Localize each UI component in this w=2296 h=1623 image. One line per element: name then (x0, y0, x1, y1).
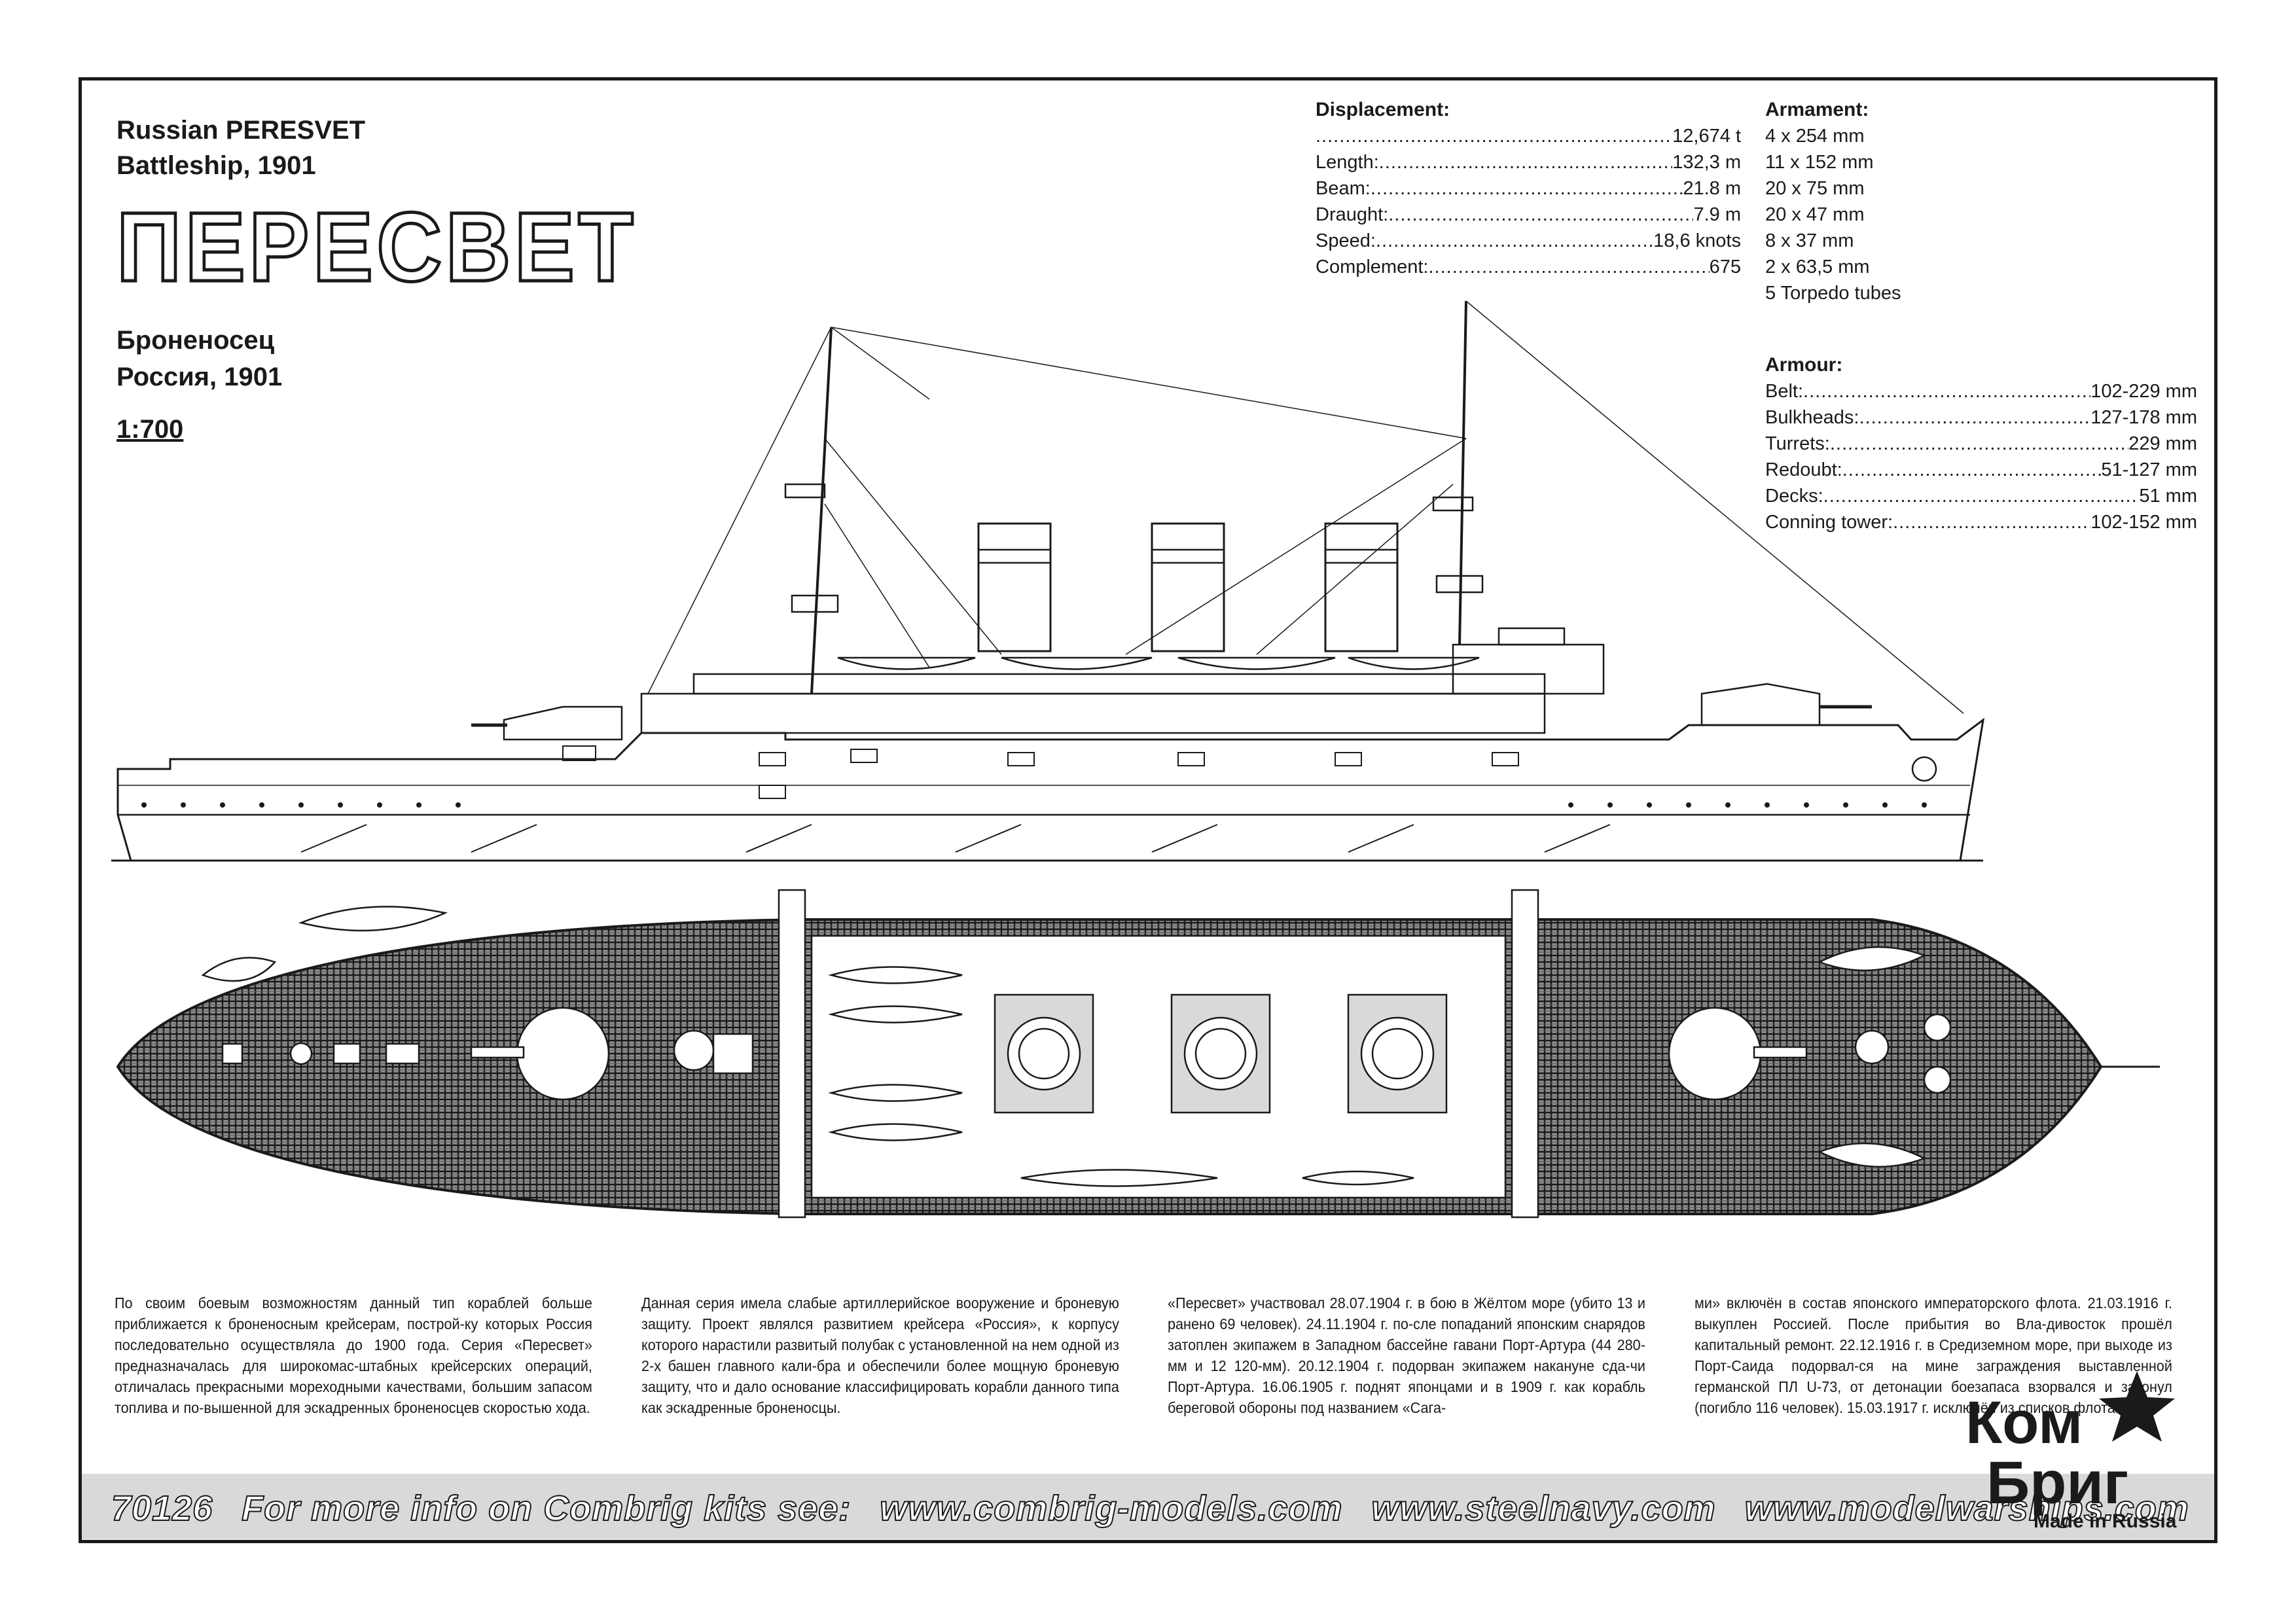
logo-line2: Бриг (1986, 1450, 2128, 1516)
armour-row: Conning tower: 102-152 mm (1765, 509, 2197, 535)
armament-item: 4 x 254 mm (1765, 126, 1865, 147)
armament-header: Armament: (1765, 99, 1869, 120)
spec-label: Length: (1316, 152, 1379, 173)
armour-row: Belt: 102-229 mm (1765, 378, 2197, 404)
armour-label: Decks: (1765, 486, 1823, 507)
page-frame (79, 77, 2217, 1543)
combrig-logo: Ком Бриг (1965, 1371, 2175, 1516)
footer-link-modelwarships[interactable]: www.modelwarships.com (1744, 1488, 2189, 1529)
footer-bar: 70126 For more info on Combrig kits see: w… (82, 1474, 2214, 1539)
armour-row: Decks: 51 mm (1765, 483, 2197, 509)
footer-link-steelnavy[interactable]: www.steelnavy.com (1371, 1488, 1716, 1529)
armament-list: Armament: 4 x 254 mm 11 x 152 mm 20 x 75… (1765, 97, 2197, 306)
spec-row: Length: 132,3 m (1316, 149, 1741, 175)
footer-info: For more info on Combrig kits see: (241, 1488, 852, 1529)
armour-value: 51 mm (2139, 486, 2197, 507)
title-block: Russian PERESVET Battleship, 1901 ПЕРЕСВ… (115, 113, 682, 444)
side-profile-drawing (111, 300, 1985, 862)
spec-label: Complement: (1316, 257, 1429, 277)
armour-value: 102-229 mm (2090, 381, 2197, 402)
armament-item: 11 x 152 mm (1765, 152, 1874, 173)
armour-label: Conning tower: (1765, 512, 1893, 533)
armour-value: 229 mm (2128, 433, 2197, 454)
armour-label: Bulkheads: (1765, 407, 1859, 428)
kit-code: 70126 (111, 1488, 213, 1529)
footer-link-combrig[interactable]: www.combrig-models.com (879, 1488, 1343, 1529)
description-column-1: По своим боевым возможностям данный тип … (115, 1294, 592, 1416)
spec-label: Speed: (1316, 230, 1376, 251)
armament-item: 20 x 47 mm (1765, 204, 1865, 225)
title-russian-line1: Броненосец (117, 326, 275, 355)
specs-header: Displacement: (1316, 99, 1450, 120)
armour-row: Redoubt: 51-127 mm (1765, 457, 2197, 483)
armour-table: Armour: Belt: 102-229 mm Bulkheads: 127-… (1765, 352, 2197, 535)
title-english-line2: Battleship, 1901 (117, 151, 316, 180)
spec-row: Beam: 21.8 m (1316, 175, 1741, 202)
armament-item: 20 x 75 mm (1765, 178, 1865, 199)
description-column-4: ми» включён в состав японского император… (1694, 1294, 2172, 1416)
spec-value: 7.9 m (1693, 204, 1741, 225)
armour-header: Armour: (1765, 354, 1843, 376)
armour-value: 51-127 mm (2101, 459, 2197, 480)
armament-item: 8 x 37 mm (1765, 230, 1854, 251)
title-russian-line2: Россия, 1901 (117, 363, 283, 391)
description-column-2: Данная серия имела слабые артиллерийское… (641, 1294, 1119, 1416)
armour-value: 102-152 mm (2090, 512, 2197, 533)
scale-label: 1:700 (117, 415, 184, 444)
spec-value: 21.8 m (1683, 178, 1741, 199)
armament-item: 5 Torpedo tubes (1765, 283, 1901, 304)
specs-table: Displacement: 12,674 t Length: 132,3 m Be… (1316, 97, 1741, 280)
description-column-3: «Пересвет» участвовал 28.07.1904 г. в бо… (1168, 1294, 1645, 1416)
armour-label: Belt: (1765, 381, 1804, 402)
spec-label: Beam: (1316, 178, 1371, 199)
spec-row: Speed: 18,6 knots (1316, 228, 1741, 254)
top-plan-drawing (116, 889, 2160, 1219)
armament-item: 2 x 63,5 mm (1765, 257, 1870, 277)
armour-row: Bulkheads: 127-178 mm (1765, 404, 2197, 431)
spec-row: 12,674 t (1316, 123, 1741, 149)
armour-value: 127-178 mm (2090, 407, 2197, 428)
spec-row: Draught: 7.9 m (1316, 202, 1741, 228)
armour-label: Redoubt: (1765, 459, 1842, 480)
spec-value: 12,674 t (1672, 126, 1741, 147)
made-in-russia: Made in Russia (2034, 1510, 2177, 1532)
armour-label: Turrets: (1765, 433, 1830, 454)
spec-label: Draught: (1316, 204, 1389, 225)
spec-value: 18,6 knots (1653, 230, 1741, 251)
description-columns: По своим боевым возможностям данный тип … (115, 1293, 2202, 1418)
armour-row: Turrets: 229 mm (1765, 431, 2197, 457)
spec-row: Complement: 675 (1316, 254, 1741, 280)
title-english-line1: Russian PERESVET (117, 116, 366, 145)
ship-name-cyrillic: ПЕРЕСВЕТ (115, 192, 637, 302)
logo-line1: Ком (1965, 1389, 2083, 1456)
footer-text: 70126 For more info on Combrig kits see: w… (111, 1488, 2218, 1529)
spec-value: 675 (1709, 257, 1741, 277)
spec-value: 132,3 m (1672, 152, 1741, 173)
